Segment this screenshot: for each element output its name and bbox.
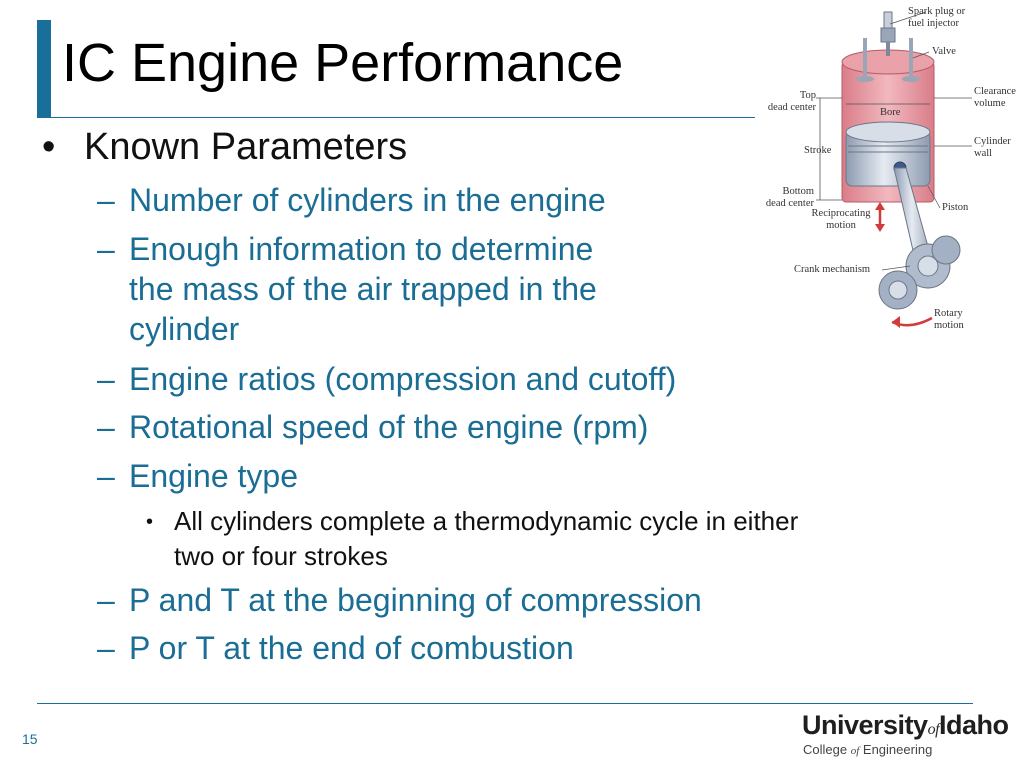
label-valve: Valve: [932, 46, 956, 57]
subbullet-engine-type: –Engine type: [97, 456, 298, 496]
bullet-marker: •: [42, 126, 56, 168]
label-crank-mechanism: Crank mechanism: [794, 264, 871, 275]
subbullet-text-line-3: cylinder: [129, 311, 240, 347]
dash-marker: –: [97, 458, 115, 494]
subbullet-text: Engine ratios (compression and cutoff): [129, 361, 677, 397]
piston-shape: [845, 121, 931, 187]
spark-plug-shape: [880, 11, 896, 56]
subbullet-rotational-speed: –Rotational speed of the engine (rpm): [97, 407, 648, 447]
subbullet-air-mass: –Enough information to determine the mas…: [97, 229, 597, 349]
subbullet-engine-ratios: –Engine ratios (compression and cutoff): [97, 359, 676, 399]
logo-wordmark: UniversityofIdaho: [802, 710, 1009, 740]
subbullet-p-and-t-start: –P and T at the beginning of compression: [97, 580, 702, 620]
subbullet-text-line-2: the mass of the air trapped in the: [129, 271, 597, 307]
subbullet-text: P and T at the beginning of compression: [129, 582, 702, 618]
bullet-known-parameters: • Known Parameters: [42, 126, 407, 169]
subbullet-text: Rotational speed of the engine (rpm): [129, 409, 649, 445]
slide-title: IC Engine Performance: [62, 33, 624, 93]
label-piston: Piston: [942, 202, 969, 213]
university-of-idaho-logo: UniversityofIdaho College of Engineering: [802, 710, 1014, 762]
subbullet-text: Engine type: [129, 458, 299, 494]
label-bore: Bore: [880, 107, 901, 118]
dash-marker: –: [97, 361, 115, 397]
bullet-text: Known Parameters: [84, 126, 408, 168]
footer-divider: [37, 703, 973, 704]
bullet-list: •Known Parameters –Number of cylinders i…: [42, 126, 798, 668]
dash-marker: –: [97, 582, 115, 618]
title-divider: [37, 117, 755, 118]
dash-marker: –: [97, 409, 115, 445]
subbullet-cylinders: –Number of cylinders in the engine: [97, 180, 606, 220]
subsubbullet-cycle-strokes: • All cylinders complete a thermodynamic …: [146, 504, 798, 573]
subbullet-p-or-t-end: –P or T at the end of combustion: [97, 628, 574, 668]
valve-shape: [856, 38, 920, 82]
subbullet-text: Number of cylinders in the engine: [129, 182, 606, 218]
logo-college: College of Engineering: [803, 742, 933, 757]
bullet-marker: •: [146, 511, 154, 533]
page-number: 15: [22, 731, 38, 747]
crank-mechanism-shape: [878, 235, 961, 310]
dash-marker: –: [97, 182, 115, 218]
subbullet-text-line-1: Enough information to determine: [129, 231, 594, 267]
dash-marker: –: [97, 231, 115, 267]
dash-marker: –: [97, 630, 115, 666]
engine-cylinder-illustration: [816, 11, 972, 328]
label-stroke: Stroke: [804, 145, 832, 156]
title-accent-bar: [37, 20, 51, 118]
subbullet-text: P or T at the end of combustion: [129, 630, 574, 666]
subsubbullet-text-line-2: two or four strokes: [174, 541, 388, 571]
subsubbullet-text-line-1: All cylinders complete a thermodynamic c…: [174, 506, 799, 536]
